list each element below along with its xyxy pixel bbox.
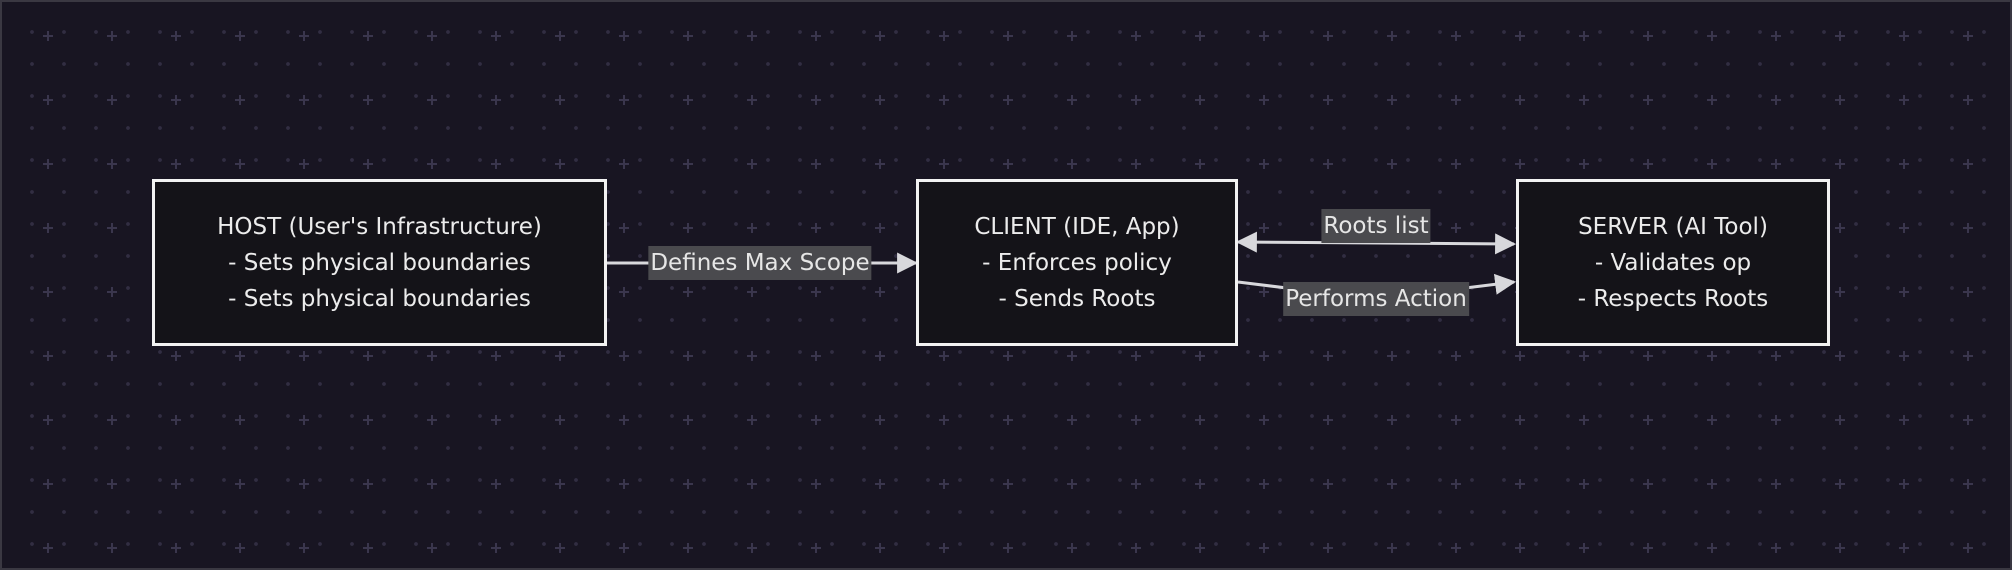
- server-node-title: SERVER (AI Tool): [1578, 213, 1768, 240]
- host-node: HOST (User's Infrastructure) - Sets phys…: [152, 179, 607, 346]
- host-node-line-3: - Sets physical boundaries: [228, 285, 531, 312]
- edge-roots-list: [1235, 231, 1517, 255]
- server-node: SERVER (AI Tool) - Validates op - Respec…: [1516, 179, 1830, 346]
- client-node-line-2: - Enforces policy: [982, 249, 1172, 276]
- server-node-line-2: - Validates op: [1594, 249, 1752, 276]
- edge-label-performs-action: Performs Action: [1283, 282, 1469, 316]
- client-node-line-3: - Sends Roots: [998, 285, 1156, 312]
- host-node-title: HOST (User's Infrastructure): [217, 213, 542, 240]
- edge-label-defines-max-scope: Defines Max Scope: [648, 246, 872, 280]
- server-node-line-3: - Respects Roots: [1577, 285, 1769, 312]
- client-node-title: CLIENT (IDE, App): [974, 213, 1180, 240]
- edge-label-roots-list: Roots list: [1321, 209, 1431, 243]
- host-node-line-2: - Sets physical boundaries: [228, 249, 531, 276]
- client-node: CLIENT (IDE, App) - Enforces policy - Se…: [916, 179, 1238, 346]
